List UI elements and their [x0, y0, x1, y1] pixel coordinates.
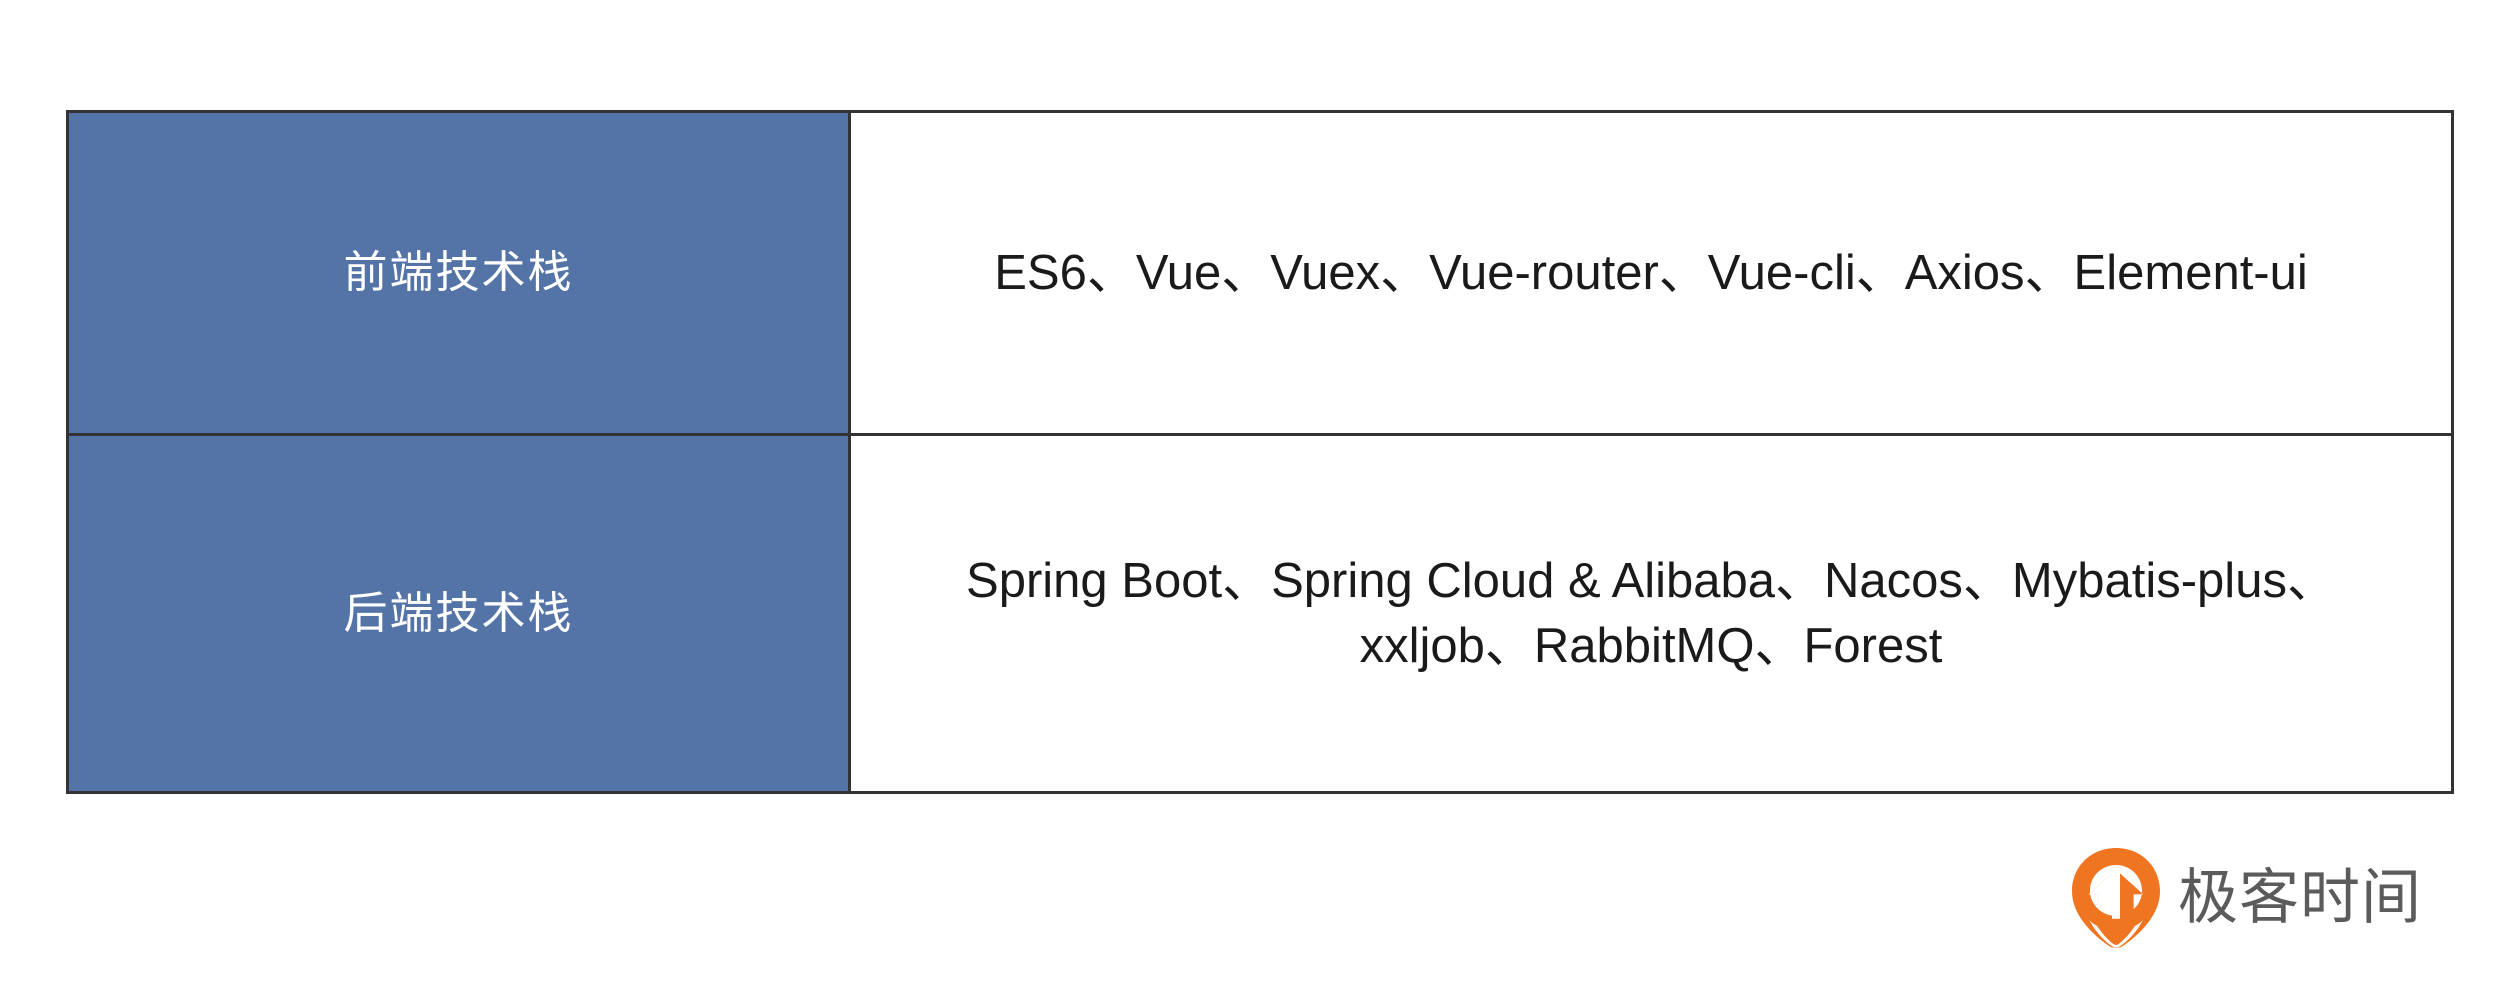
- brand-logo: 极客时间: [2068, 838, 2450, 958]
- table-row: 后端技术栈 Spring Boot、Spring Cloud & Alibaba…: [66, 433, 2454, 794]
- row-content-text: ES6、Vue、Vuex、Vue-router、Vue-cli、Axios、El…: [994, 245, 2308, 300]
- row-content-text: Spring Boot、Spring Cloud & Alibaba、Nacos…: [966, 553, 2336, 673]
- row-label-frontend: 前端技术栈: [66, 110, 851, 436]
- tech-stack-table: 前端技术栈 ES6、Vue、Vuex、Vue-router、Vue-cli、Ax…: [66, 110, 2454, 794]
- row-label-text: 后端技术栈: [343, 587, 574, 639]
- row-content-frontend: ES6、Vue、Vuex、Vue-router、Vue-cli、Axios、El…: [848, 110, 2454, 436]
- table-row: 前端技术栈 ES6、Vue、Vuex、Vue-router、Vue-cli、Ax…: [66, 110, 2454, 436]
- row-label-text: 前端技术栈: [343, 247, 574, 299]
- row-label-backend: 后端技术栈: [66, 433, 851, 794]
- row-content-backend: Spring Boot、Spring Cloud & Alibaba、Nacos…: [848, 433, 2454, 794]
- brand-logo-text: 极客时间: [2178, 863, 2422, 933]
- geektime-pin-icon: [2072, 848, 2160, 948]
